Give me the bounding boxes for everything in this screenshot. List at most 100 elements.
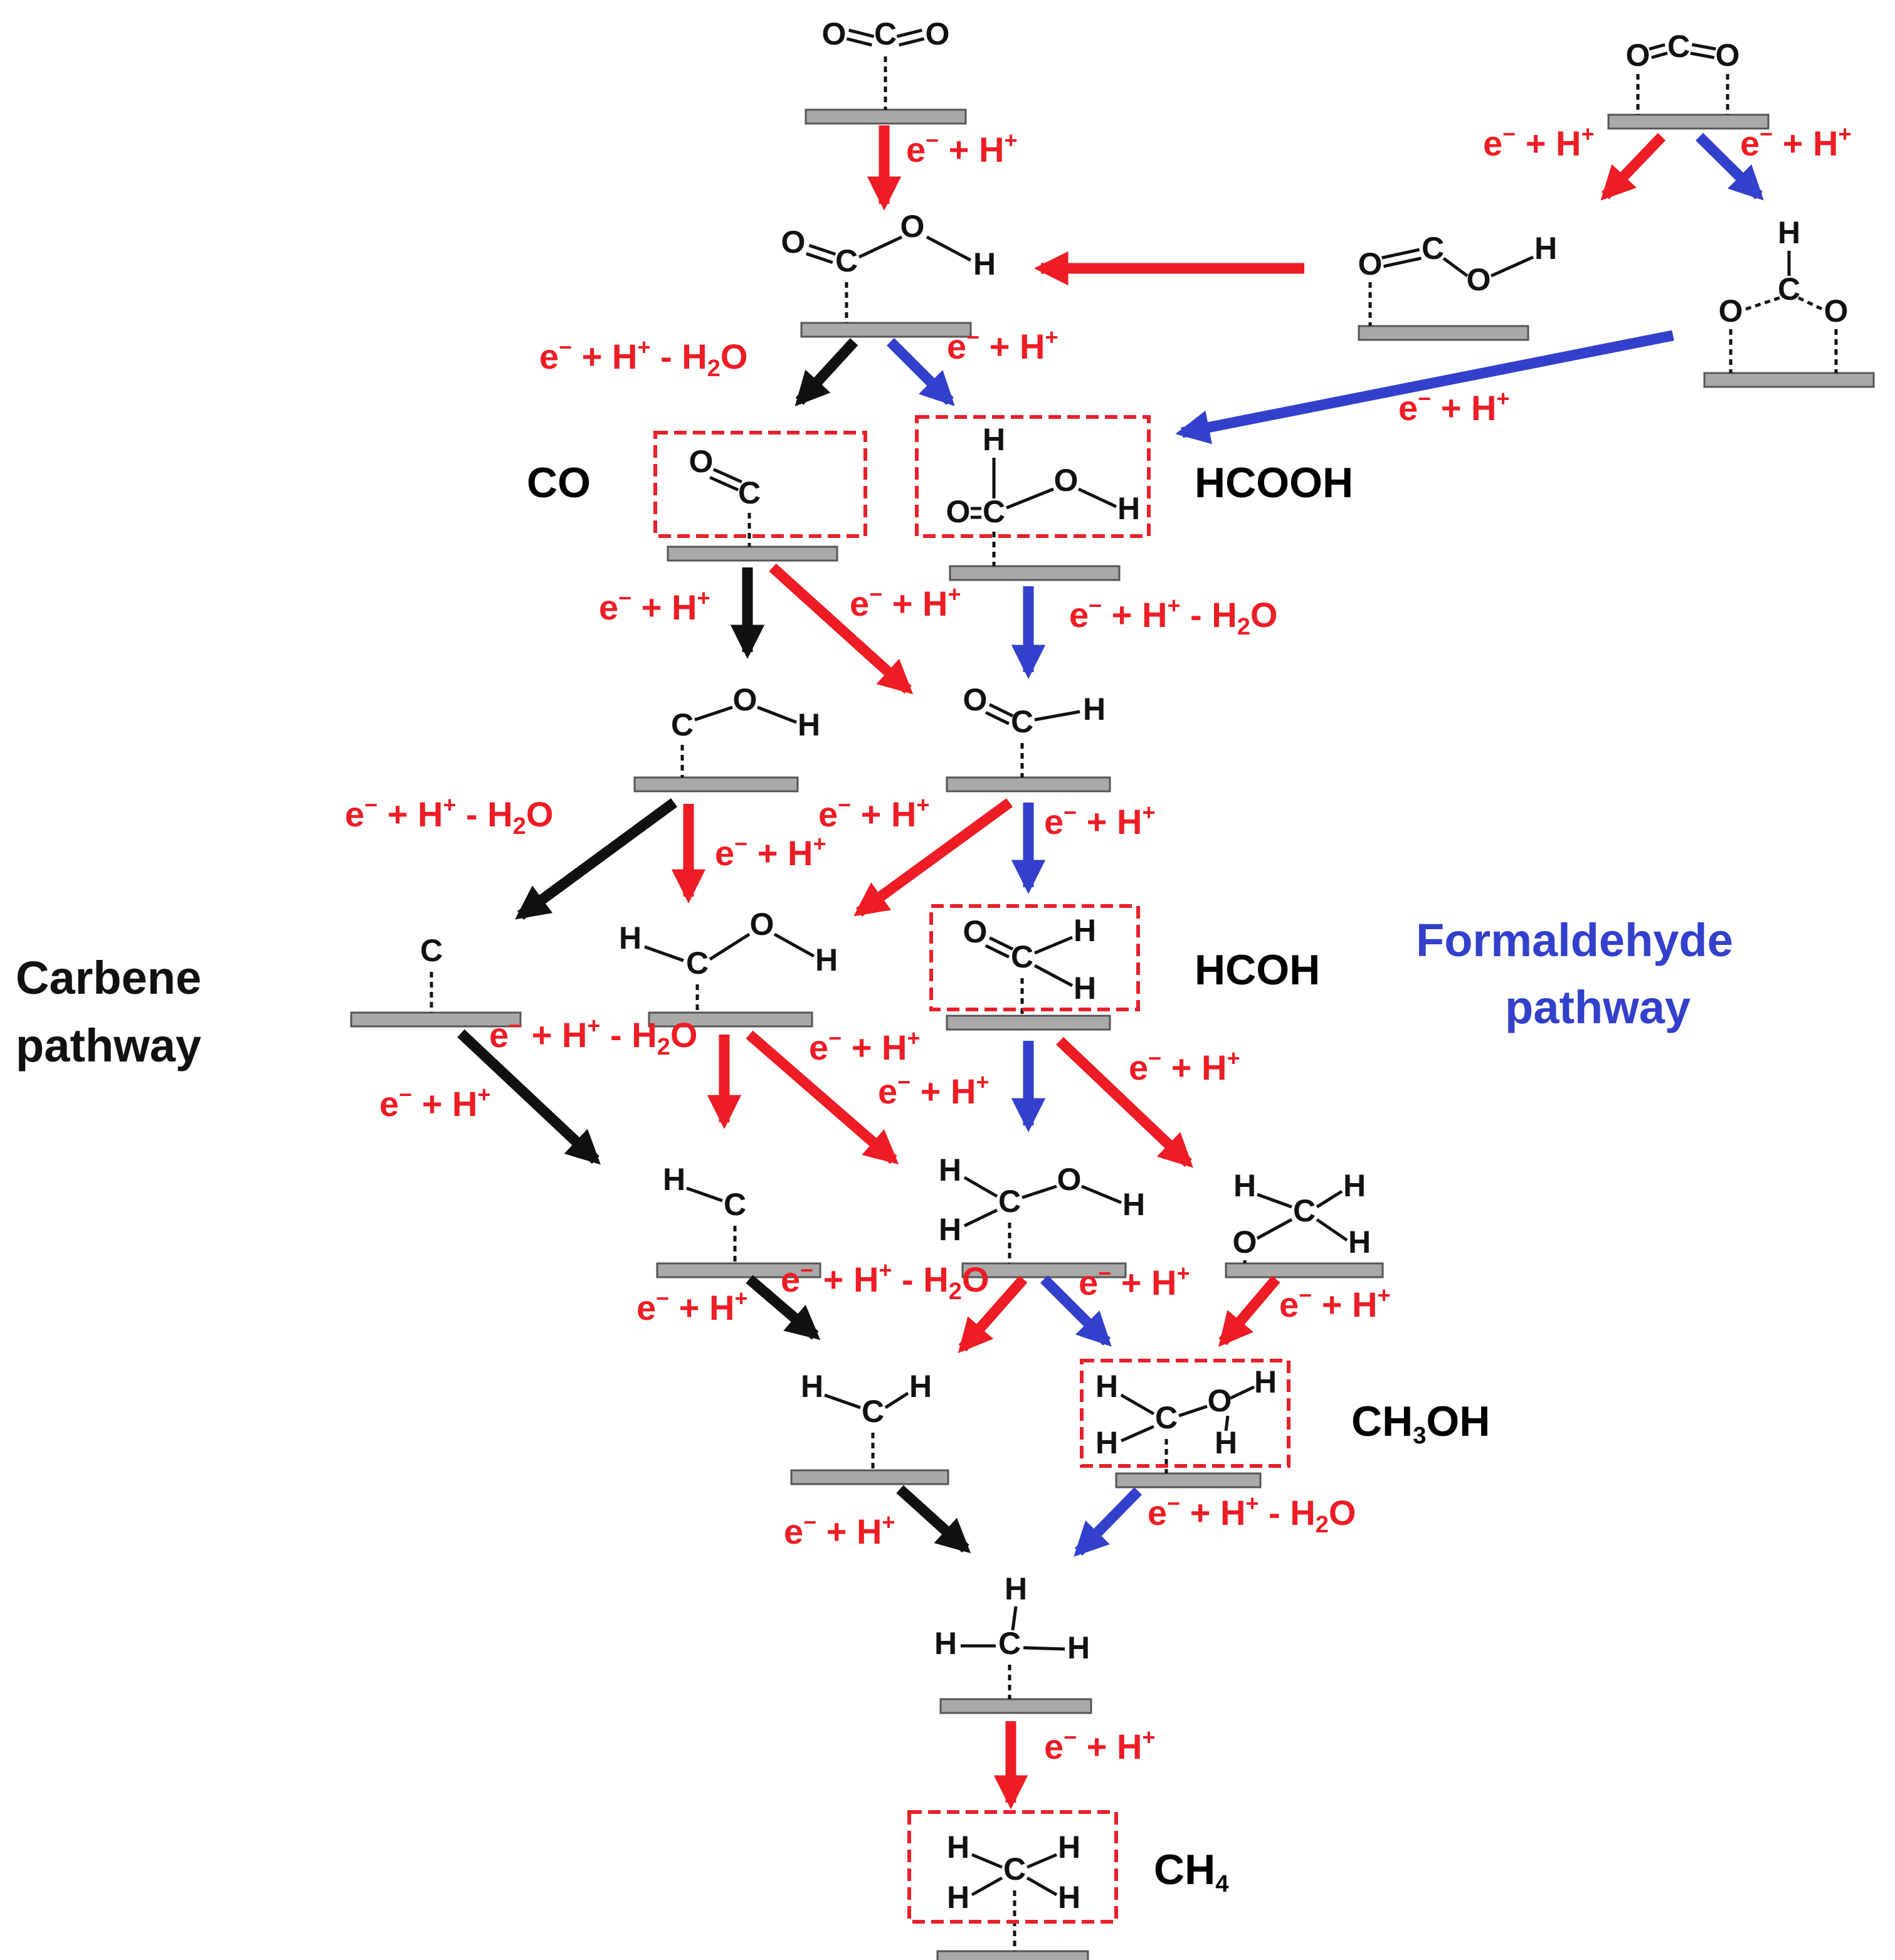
carbene-pathway-label: Carbene (16, 952, 201, 1004)
covalent-bond (963, 1176, 998, 1198)
reaction-arrow-red-22 (1218, 1275, 1280, 1347)
atom-h-56: H (1095, 1425, 1118, 1460)
atom-h-20: H (983, 422, 1005, 457)
covalent-bond (686, 1186, 723, 1203)
covalent-bond (1651, 51, 1668, 60)
atom-c-4: C (1667, 29, 1690, 64)
atom-o-17: O (1824, 293, 1849, 329)
step-label-electron-proton: e− + H+ (1483, 121, 1594, 163)
step-label-electron-proton: e− + H+ (636, 1285, 747, 1327)
atom-h-30: H (1083, 692, 1106, 727)
step-label-electron-proton: e− + H+ (878, 1069, 989, 1111)
atom-o-21: O (946, 494, 971, 529)
product-label-hcooh: HCOOH (1195, 459, 1353, 507)
step-label-electron-proton: e− + H+ (850, 581, 961, 623)
atom-c-63: C (998, 1626, 1021, 1661)
step-label-electron-proton: e− + H+ (1740, 121, 1851, 163)
covalent-bond (988, 703, 1014, 717)
atom-c-41: C (724, 1187, 746, 1222)
covalent-bond (1691, 43, 1716, 51)
atom-h-55: H (1095, 1369, 1118, 1404)
atom-o-5: O (1716, 38, 1740, 73)
reaction-arrow-red-12 (853, 798, 1013, 917)
atom-o-12: O (1467, 262, 1491, 297)
catalyst-surface-2 (800, 322, 972, 338)
covalent-bond (1178, 1404, 1208, 1418)
atom-o-2: O (926, 16, 950, 51)
atom-c-44: C (998, 1184, 1021, 1219)
covalent-bond (757, 705, 797, 724)
catalyst-surface-3 (1358, 325, 1529, 341)
atom-h-40: H (663, 1162, 685, 1197)
covalent-bond (1034, 935, 1073, 955)
product-label-ch3oh: CH3OH (1351, 1398, 1490, 1449)
covalent-bond (824, 1393, 861, 1409)
catalyst-surface-14 (1225, 1262, 1384, 1278)
covalent-bond (846, 37, 872, 47)
covalent-bond (926, 235, 972, 262)
covalent-bond (971, 1853, 1003, 1869)
covalent-bond (1027, 1853, 1057, 1869)
atom-o-10: O (1358, 246, 1383, 282)
atom-c-31: C (420, 933, 443, 968)
covalent-bond (773, 932, 815, 958)
atom-o-16: O (1719, 293, 1743, 329)
covalent-bond (709, 932, 751, 961)
covalent-bond (1383, 256, 1422, 268)
catalyst-surface-12 (656, 1262, 821, 1278)
covalent-bond (988, 936, 1014, 951)
catalyst-surface-7 (633, 776, 799, 793)
catalyst-surface-10 (648, 1011, 813, 1028)
atom-c-15: C (1778, 271, 1800, 307)
reaction-arrow-red-8 (769, 563, 914, 695)
atom-h-13: H (1534, 231, 1557, 266)
atom-c-57: C (1155, 1400, 1178, 1435)
catalyst-surface-13 (961, 1262, 1127, 1278)
reaction-arrow-red-2 (1600, 133, 1666, 201)
covalent-bond (884, 1391, 909, 1409)
product-box-3 (1080, 1359, 1291, 1468)
step-label-electron-proton: e− + H+ (1129, 1045, 1240, 1087)
reaction-arrow-blue-24 (1074, 1487, 1143, 1557)
chemical-bonds (430, 28, 1838, 1951)
atom-o-34: O (750, 907, 774, 942)
atom-c-37: C (1011, 939, 1033, 974)
catalyst-surface-9 (350, 1011, 522, 1028)
atom-o-45: O (1057, 1162, 1082, 1197)
reaction-arrow-black-4 (794, 338, 858, 407)
step-label-electron-proton: e− + H+ (784, 1509, 895, 1551)
covalent-bond (1081, 1184, 1122, 1204)
atom-h-42: H (939, 1152, 961, 1188)
step-label-electron-proton: e− + H+ (906, 127, 1017, 169)
catalyst-surface-1 (1607, 113, 1770, 130)
atom-c-11: C (1422, 231, 1444, 266)
catalyst-surface-5 (667, 545, 838, 562)
reaction-arrow-black-10 (515, 798, 678, 920)
step-label-electron-proton: e− + H+ (599, 585, 710, 627)
product-box-4 (907, 1810, 1118, 1924)
reaction-arrow-blue-5 (886, 337, 955, 406)
step-label-electron-proton: e− + H+ (818, 792, 929, 834)
atom-h-46: H (1122, 1187, 1145, 1222)
step-label-electron-proton: e− + H+ (1044, 1724, 1155, 1766)
atom-c-22: C (983, 494, 1005, 529)
covalent-bond (963, 1208, 998, 1228)
step-label-electron-proton: e− + H+ (379, 1082, 490, 1124)
atom-o-36: O (963, 914, 988, 949)
atom-c-29: C (1011, 704, 1033, 739)
atom-o-3: O (1626, 38, 1650, 73)
reaction-arrow-red-20 (958, 1275, 1028, 1354)
atom-c-53: C (862, 1394, 884, 1429)
atom-h-68: H (1058, 1830, 1080, 1865)
atom-h-65: H (947, 1830, 969, 1865)
atom-h-24: H (1117, 491, 1140, 526)
covalent-bond (984, 944, 1010, 959)
covalent-bond (1026, 1876, 1058, 1897)
covalent-bond (1034, 710, 1080, 722)
catalyst-surface-8 (946, 776, 1111, 793)
covalent-bond (1006, 487, 1054, 510)
catalyst-surface-15 (790, 1469, 949, 1485)
catalyst-surface-6 (949, 565, 1121, 581)
formaldehyde-pathway-label: Formaldehyde (1416, 914, 1733, 966)
atom-c-7: C (835, 243, 858, 278)
